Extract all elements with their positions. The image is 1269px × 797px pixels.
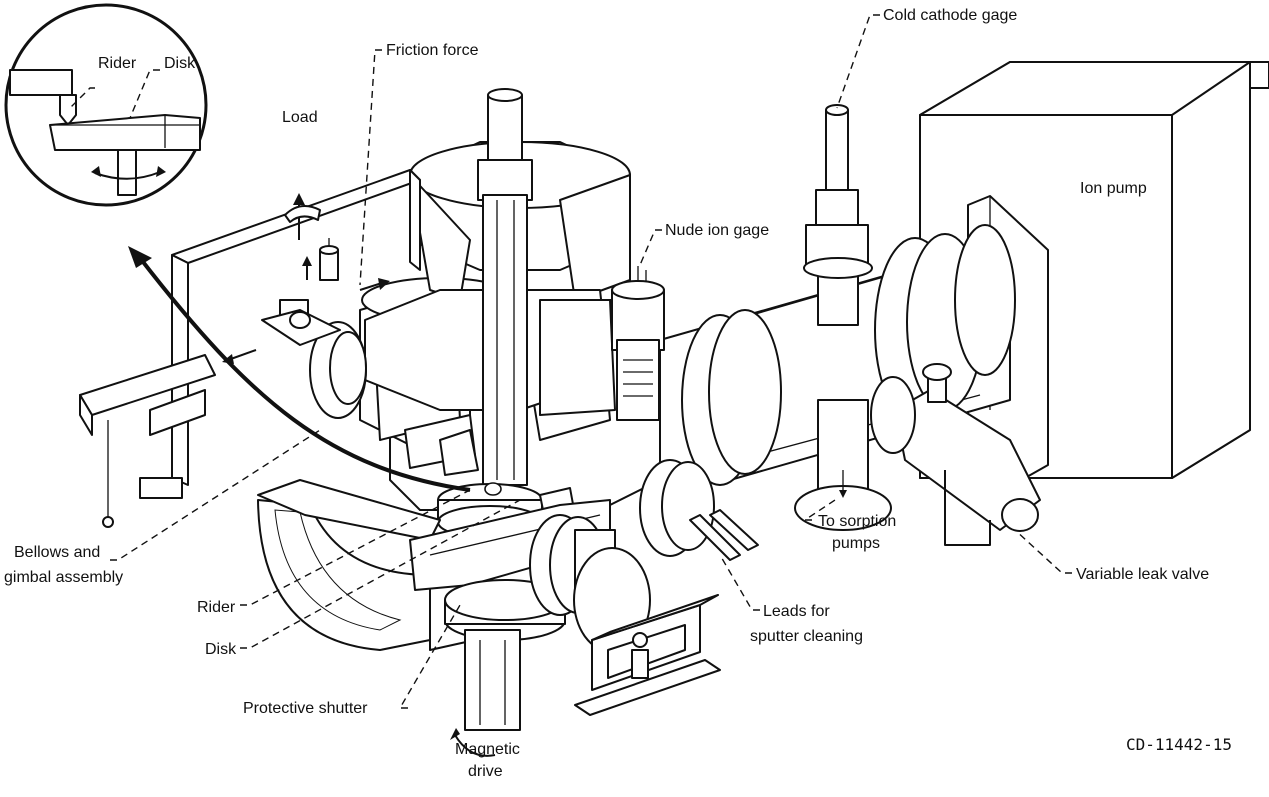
leads-label-line1: Leads for	[763, 603, 830, 620]
cold-cathode-gage	[803, 104, 873, 326]
to-sorption-label-line1: To sorption	[818, 513, 896, 530]
detail-inset	[4, 3, 208, 207]
magnetic-drive-label-line2: drive	[468, 763, 503, 780]
protective-shutter-label: Protective shutter	[243, 700, 368, 717]
nude-ion-gage-label: Nude ion gage	[665, 222, 769, 239]
drive-shaft	[477, 88, 533, 486]
gimbal-stand-right	[574, 594, 721, 716]
rider-label: Rider	[197, 599, 236, 616]
bellows-label-line2: gimbal assembly	[4, 569, 123, 586]
bellows-label-line1: Bellows and	[14, 544, 100, 561]
friction-force-label: Friction force	[386, 42, 479, 59]
to-sorption-label-line2: pumps	[832, 535, 880, 552]
inset-rider-label: Rider	[98, 55, 137, 72]
inset-disk-label: Disk	[164, 55, 196, 72]
magnetic-drive	[444, 579, 566, 731]
sorption-port	[794, 399, 892, 531]
rotation-arrowhead-icon	[450, 728, 460, 740]
variable-leak-valve	[870, 363, 1041, 546]
figure-code: CD-11442-15	[1126, 735, 1232, 754]
disk-label: Disk	[205, 641, 237, 658]
magnetic-drive-label-line1: Magnetic	[455, 741, 520, 758]
leader-lines	[69, 14, 1072, 709]
ion-pump-label: Ion pump	[1080, 180, 1147, 197]
bellows-port	[309, 321, 367, 419]
leads-label-line2: sputter cleaning	[750, 628, 863, 645]
rotation-arrow-icon	[454, 734, 496, 757]
cold-cathode-gage-label: Cold cathode gage	[883, 7, 1017, 24]
main-tube	[659, 224, 1016, 486]
sputter-lead-flange-2	[639, 459, 759, 561]
inset-callout-arrow	[128, 246, 471, 492]
nude-ion-gage	[611, 266, 665, 421]
load-label: Load	[282, 109, 318, 126]
variable-leak-valve-label: Variable leak valve	[1076, 566, 1209, 583]
